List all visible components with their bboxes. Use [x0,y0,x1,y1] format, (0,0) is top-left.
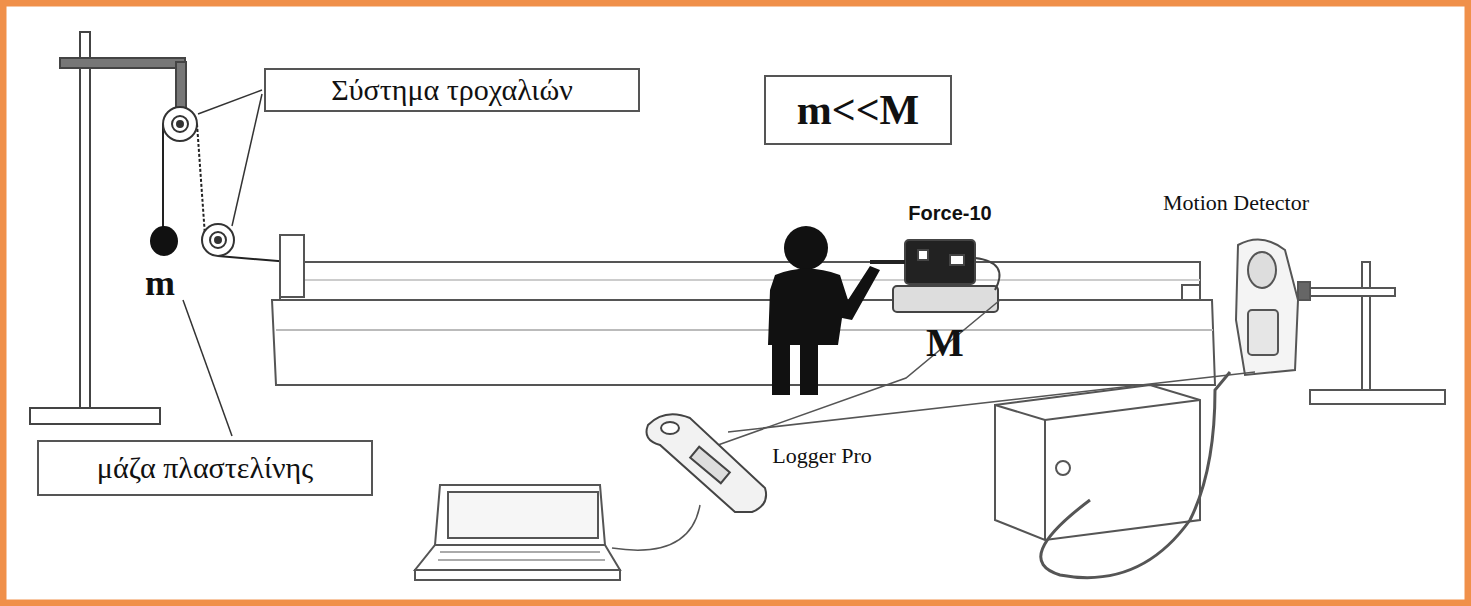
logger-pro-device [647,414,767,512]
part-label: Force-10 [908,202,991,225]
box-text: μάζα πλαστελίνης [97,451,313,485]
label-box: μάζα πλαστελίνης [37,440,373,496]
part-label: Motion Detector [1163,190,1309,216]
label-box: Σύστημα τροχαλιών [264,68,640,112]
part-label: m [145,262,175,304]
pulley-system [163,107,290,262]
box-text: Σύστημα τροχαλιών [331,73,573,107]
laptop [415,485,620,580]
motion-detector [1236,240,1445,404]
track [272,235,1215,385]
label-box: m<<M [764,75,952,145]
plasticine-mass [150,226,178,256]
cables [612,300,1255,550]
frame [3,3,1468,603]
box-text: m<<M [797,86,920,134]
part-label: M [926,319,964,366]
leader-lines [183,90,262,436]
left-stand [30,32,186,424]
part-label: Logger Pro [772,443,872,469]
cart [870,240,1000,312]
interface-box [995,372,1230,578]
student-silhouette [768,226,880,395]
